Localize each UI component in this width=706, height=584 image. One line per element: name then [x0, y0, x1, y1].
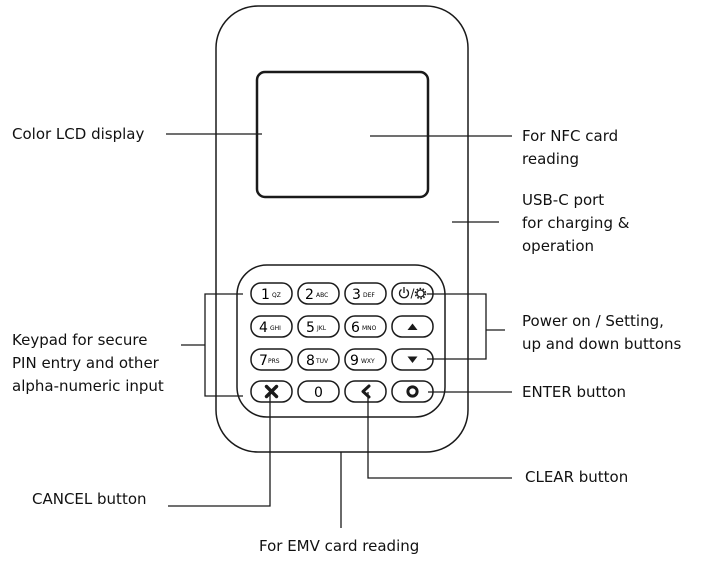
- cancel-x-icon: [264, 384, 279, 399]
- key-2[interactable]: 2 ABC: [297, 282, 340, 305]
- key-3[interactable]: 3 DEF: [344, 282, 387, 305]
- enter-key[interactable]: [391, 380, 434, 403]
- down-arrow-icon: [407, 356, 418, 363]
- cancel-label: CANCEL button: [32, 490, 147, 508]
- key-3-digit: 3: [352, 287, 361, 303]
- key-7-digit: 7: [259, 353, 268, 369]
- device-body: [215, 5, 469, 453]
- power-settings-icon: [398, 287, 427, 300]
- usb-label: USB-C port for charging & operation: [522, 191, 630, 255]
- enter-label: ENTER button: [522, 383, 627, 401]
- key-0[interactable]: 0: [297, 380, 340, 403]
- keypad-label: Keypad for secure PIN entry and other al…: [12, 331, 164, 395]
- key-6-digit: 6: [351, 320, 360, 336]
- enter-circle-icon: [406, 385, 419, 398]
- key-6[interactable]: 6 MNO: [344, 315, 387, 338]
- cancel-key[interactable]: [250, 380, 293, 403]
- power-settings-key[interactable]: [391, 282, 434, 305]
- power-bracket: [427, 293, 487, 360]
- key-2-digit: 2: [305, 287, 314, 303]
- key-5-digit: 5: [306, 320, 315, 336]
- up-arrow-icon: [407, 323, 418, 330]
- key-2-letters: ABC: [316, 292, 328, 299]
- leader-lines: [166, 133, 512, 528]
- key-5-letters: JKL: [316, 325, 327, 332]
- lcd-screen: [255, 70, 430, 199]
- key-0-digit: 0: [314, 385, 323, 401]
- clear-key[interactable]: [344, 380, 387, 403]
- lcd-label: Color LCD display: [12, 125, 145, 143]
- key-7-letters: PRS: [268, 358, 280, 365]
- key-1-digit: 1: [261, 287, 270, 303]
- key-8-digit: 8: [306, 353, 315, 369]
- key-1[interactable]: 1 QZ: [250, 282, 293, 305]
- clear-label: CLEAR button: [525, 468, 629, 486]
- key-4-digit: 4: [259, 320, 268, 336]
- key-3-letters: DEF: [363, 292, 375, 299]
- power-label: Power on / Setting, up and down buttons: [522, 312, 682, 353]
- key-9[interactable]: 9 WXY: [344, 348, 387, 371]
- back-chevron-icon: [361, 384, 371, 399]
- key-5[interactable]: 5 JKL: [297, 315, 340, 338]
- emv-label: For EMV card reading: [259, 537, 420, 555]
- key-7[interactable]: 7 PRS: [250, 348, 293, 371]
- key-1-letters: QZ: [272, 292, 281, 299]
- key-8[interactable]: 8 TUV: [297, 348, 340, 371]
- key-4[interactable]: 4 GHI: [250, 315, 293, 338]
- nfc-label: For NFC card reading: [522, 127, 619, 168]
- key-6-letters: MNO: [362, 325, 377, 332]
- down-key[interactable]: [391, 348, 434, 371]
- cancel-leader: [168, 392, 271, 507]
- key-8-letters: TUV: [315, 358, 329, 365]
- key-9-letters: WXY: [361, 358, 375, 365]
- keypad-frame: [236, 264, 446, 418]
- key-4-letters: GHI: [270, 325, 281, 332]
- up-key[interactable]: [391, 315, 434, 338]
- clear-leader: [367, 392, 512, 479]
- key-9-digit: 9: [350, 353, 359, 369]
